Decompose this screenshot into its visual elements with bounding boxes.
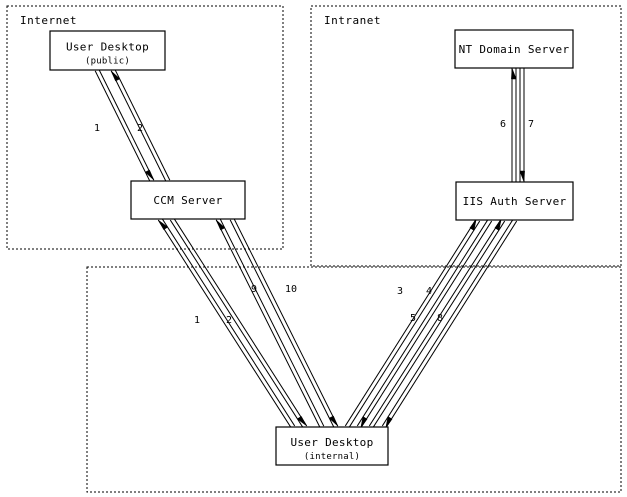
flow-rail-flow-9-0 xyxy=(215,219,321,429)
node-subtitle-user-desktop-internal: (internal) xyxy=(304,452,360,462)
flow-rail-flow-1-internal-1 xyxy=(161,217,296,427)
zone-label-internet: Internet xyxy=(20,14,77,27)
node-nt-domain-server[interactable]: NT Domain Server xyxy=(454,29,574,69)
flow-flow-2-public xyxy=(110,68,171,183)
flow-flow-3 xyxy=(344,218,481,429)
zone-border-internal-lan xyxy=(86,266,622,493)
flow-flow-8 xyxy=(381,218,518,429)
arrow-head-flow-2-internal xyxy=(296,415,307,427)
flow-rail-flow-2-internal-1 xyxy=(169,219,304,429)
zone-intranet: Intranet xyxy=(310,5,622,267)
zone-internet: Internet xyxy=(6,5,284,250)
flow-step-label-flow-2-internal: 2 xyxy=(226,315,232,326)
flow-flow-1-internal xyxy=(157,217,296,429)
flow-flow-1-public xyxy=(94,68,155,183)
node-ccm-server[interactable]: CCM Server xyxy=(130,180,246,220)
node-title-nt-domain-server: NT Domain Server xyxy=(459,43,570,56)
node-title-user-desktop-internal: User Desktop xyxy=(290,436,373,449)
node-title-user-desktop-public: User Desktop xyxy=(66,41,149,54)
nodes-layer: User Desktop (public) CCM Server NT Domain … xyxy=(49,29,574,466)
flow-rail-flow-3-1 xyxy=(348,220,481,429)
flow-flow-7 xyxy=(519,68,525,183)
arrow-head-flow-9 xyxy=(215,219,226,231)
flow-flow-2-internal xyxy=(169,217,308,429)
flow-flow-9 xyxy=(215,217,325,429)
flow-step-label-flow-10: 10 xyxy=(285,284,297,295)
flow-flow-6 xyxy=(511,67,517,182)
node-title-ccm-server: CCM Server xyxy=(153,194,222,207)
node-box-ccm-server[interactable] xyxy=(130,180,246,220)
flow-rail-flow-8-1 xyxy=(381,218,514,427)
flow-rail-flow-2-internal-0 xyxy=(173,217,308,427)
flow-step-label-flow-7: 7 xyxy=(528,119,534,130)
arrow-head-flow-1-internal xyxy=(158,219,169,231)
flow-step-label-flow-1-internal: 1 xyxy=(194,315,200,326)
flow-flow-4 xyxy=(356,218,493,429)
flow-labels-layer: 1 2 6 7 1 2 9 10 3 4 5 8 xyxy=(94,119,534,326)
flow-rail-flow-5-1 xyxy=(372,220,506,429)
flows-layer xyxy=(94,67,525,429)
flow-step-label-flow-5: 5 xyxy=(410,313,416,324)
flow-rail-flow-4-1 xyxy=(356,218,489,427)
node-subtitle-user-desktop-public: (public) xyxy=(85,57,130,67)
zone-border-intranet xyxy=(310,5,622,267)
zone-internal-lan xyxy=(86,266,622,493)
arrow-head-flow-3 xyxy=(469,218,477,231)
flow-rail-flow-1-public-0 xyxy=(98,68,155,181)
flow-step-label-flow-4: 4 xyxy=(426,286,432,297)
node-user-desktop-public[interactable]: User Desktop (public) xyxy=(49,30,166,71)
flow-rail-flow-3-0 xyxy=(344,218,477,427)
flow-rail-flow-1-public-1 xyxy=(94,70,151,183)
flow-step-label-flow-1-public: 1 xyxy=(94,123,100,134)
flow-rail-flow-10-1 xyxy=(229,219,335,429)
flow-flow-10 xyxy=(229,217,339,429)
zone-border-internet xyxy=(6,5,284,250)
arrow-head-flow-8 xyxy=(385,416,393,429)
flow-rail-flow-1-internal-0 xyxy=(157,219,292,429)
node-title-iis-auth-server: IIS Auth Server xyxy=(463,195,567,208)
flow-step-label-flow-3: 3 xyxy=(397,286,403,297)
arrow-head-flow-7 xyxy=(519,170,525,183)
flow-rail-flow-10-0 xyxy=(233,217,339,427)
flow-rail-flow-2-public-1 xyxy=(114,68,171,181)
flow-step-label-flow-8: 8 xyxy=(437,313,443,324)
flow-rail-flow-9-1 xyxy=(219,217,325,427)
arrow-head-flow-10 xyxy=(328,415,339,427)
flow-step-label-flow-6: 6 xyxy=(500,119,506,130)
flow-step-label-flow-9: 9 xyxy=(251,284,257,295)
node-box-user-desktop-public[interactable] xyxy=(49,30,166,71)
arrow-head-flow-1-public xyxy=(144,169,155,181)
node-box-iis-auth-server[interactable] xyxy=(455,181,574,221)
arrow-head-flow-2-public xyxy=(110,70,121,82)
flow-rail-flow-4-0 xyxy=(360,220,493,429)
zones-layer: Internet Intranet xyxy=(6,5,622,493)
node-user-desktop-internal[interactable]: User Desktop (internal) xyxy=(275,426,389,466)
node-box-nt-domain-server[interactable] xyxy=(454,29,574,69)
node-box-user-desktop-internal[interactable] xyxy=(275,426,389,466)
flow-step-label-flow-2-public: 2 xyxy=(137,123,143,134)
flow-rail-flow-8-0 xyxy=(385,220,518,429)
arrow-head-flow-5 xyxy=(494,218,502,231)
zone-label-intranet: Intranet xyxy=(324,14,381,27)
flow-flow-5 xyxy=(368,218,506,429)
arrow-head-flow-6 xyxy=(511,67,517,80)
arrow-head-flow-4 xyxy=(360,416,368,429)
node-iis-auth-server[interactable]: IIS Auth Server xyxy=(455,181,574,221)
flow-rail-flow-2-public-0 xyxy=(110,70,167,183)
flow-rail-flow-5-0 xyxy=(368,218,502,427)
